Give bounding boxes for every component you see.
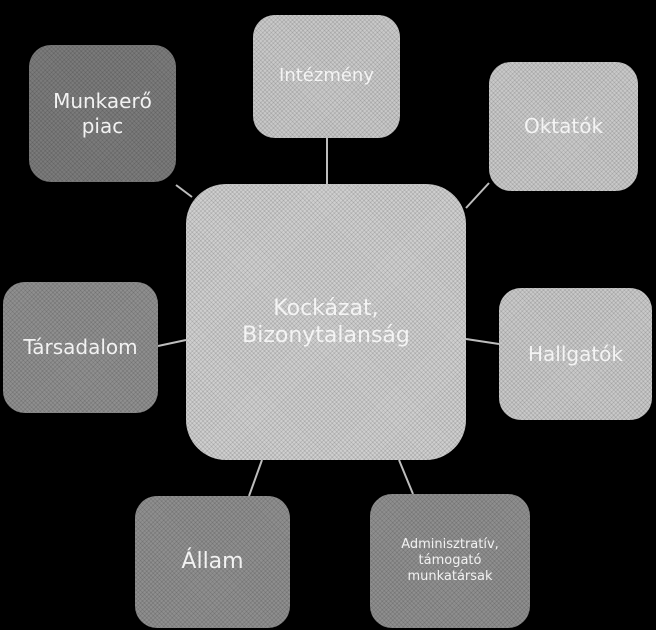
connector-allam — [248, 459, 263, 497]
node-tarsadalom: Társadalom — [3, 282, 158, 413]
node-allam-label: Állam — [181, 549, 244, 575]
node-hallgatok: Hallgatók — [499, 288, 652, 420]
connector-munkaero — [175, 184, 193, 198]
connector-tarsadalom — [157, 339, 187, 347]
node-intezmeny-label: Intézmény — [279, 65, 374, 86]
node-kockazat-label: Kockázat, Bizonytalanság — [242, 295, 410, 349]
connector-oktatok — [465, 182, 490, 209]
node-oktatok: Oktatók — [489, 62, 638, 191]
connector-adminisztrativ — [398, 459, 414, 495]
node-kockazat-bizonytalansag: Kockázat, Bizonytalanság — [186, 184, 466, 460]
node-adminisztrativ-label: Adminisztratív, támogató munkatársak — [401, 536, 499, 585]
node-oktatok-label: Oktatók — [523, 114, 604, 138]
node-allam: Állam — [135, 496, 290, 628]
node-adminisztrativ: Adminisztratív, támogató munkatársak — [370, 494, 530, 628]
node-intezmeny: Intézmény — [253, 15, 400, 138]
node-tarsadalom-label: Társadalom — [23, 335, 138, 359]
node-munkaero-piac: Munkaerő piac — [29, 45, 176, 182]
node-hallgatok-label: Hallgatók — [527, 341, 624, 366]
connector-hallgatok — [465, 338, 500, 345]
node-munkaero-piac-label: Munkaerő piac — [53, 88, 152, 138]
